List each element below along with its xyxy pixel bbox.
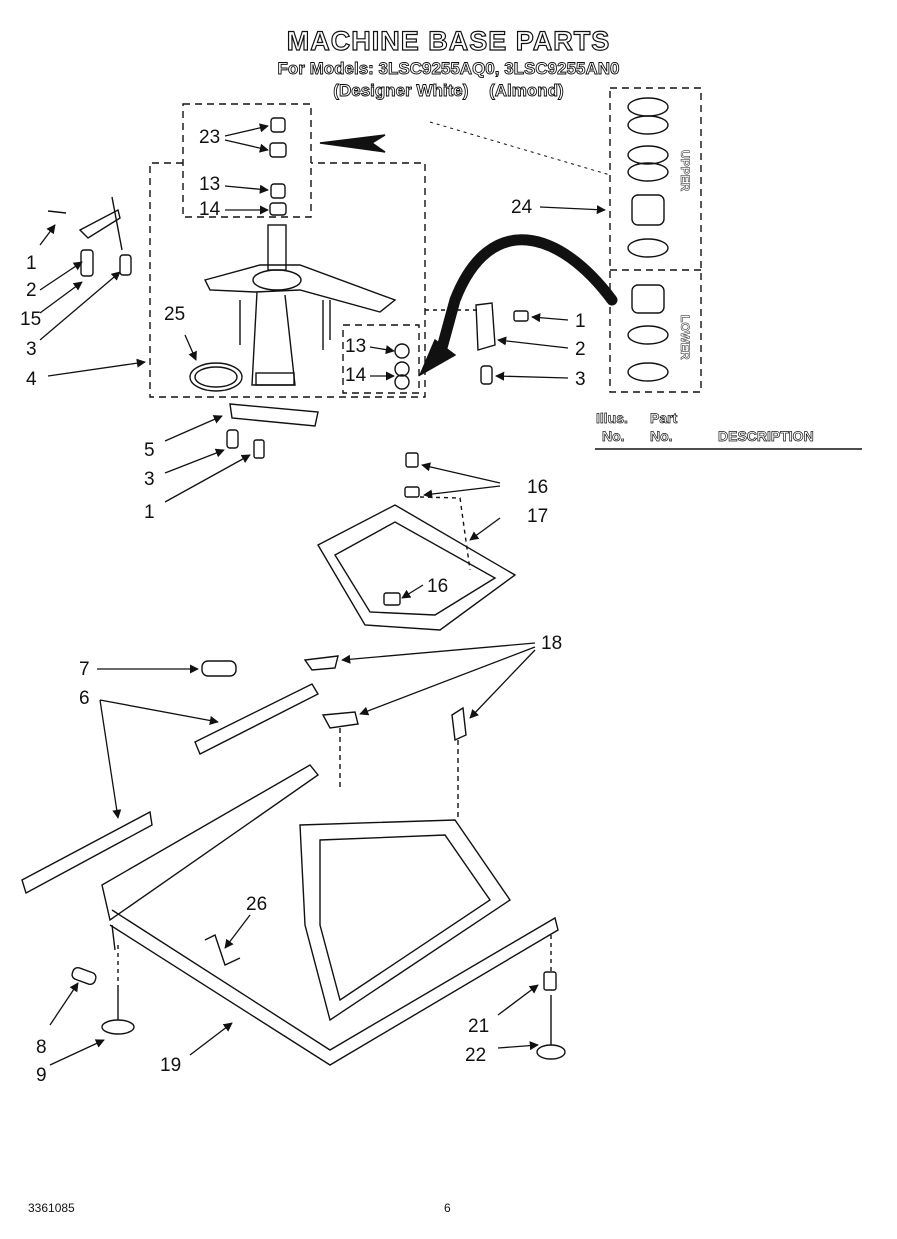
col-part-1: Part	[650, 410, 678, 427]
callout-1-right: 1	[575, 311, 586, 332]
callout-18: 18	[541, 633, 563, 654]
upper-bearing-parts	[269, 117, 287, 216]
col-part-2: No.	[650, 428, 673, 445]
callout-arrows	[39, 123, 606, 1066]
leveling-feet	[71, 935, 566, 1060]
top-bearing-box	[182, 103, 312, 218]
transmission-box	[149, 162, 426, 398]
curved-arrow-icon	[434, 234, 618, 361]
callout-5: 5	[144, 440, 155, 461]
big-arrow-icon	[319, 134, 386, 153]
cabinet-base	[21, 764, 559, 1066]
callout-13-lower: 13	[345, 336, 367, 357]
callout-2-right: 2	[575, 339, 586, 360]
col-illus-1: Illus.	[596, 410, 629, 427]
variant-almond: (Almond)	[489, 81, 564, 101]
lower-label: LOWER	[678, 315, 693, 360]
callout-7: 7	[79, 659, 90, 680]
callout-16-frame: 16	[427, 576, 449, 597]
callout-21: 21	[468, 1016, 490, 1037]
lower-bracket	[226, 403, 319, 459]
left-bracket-parts	[47, 196, 132, 277]
col-description: DESCRIPTION	[718, 428, 814, 445]
lower-bearing-box	[342, 324, 420, 394]
callout-15: 15	[20, 309, 42, 330]
suspension-frame	[317, 452, 517, 631]
callout-4: 4	[26, 369, 37, 390]
upper-label: UPPER	[678, 150, 693, 192]
callout-3-right: 3	[575, 369, 586, 390]
doc-number: 3361085	[28, 1201, 75, 1215]
callout-8: 8	[36, 1037, 47, 1058]
col-illus-2: No.	[602, 428, 625, 445]
base-small-parts	[194, 655, 467, 820]
callout-6: 6	[79, 688, 90, 709]
callout-17: 17	[527, 506, 549, 527]
variants-line: (Designer White) (Almond)	[0, 81, 897, 101]
callout-16: 16	[527, 477, 549, 498]
bearing-kit-box	[609, 87, 702, 393]
models-line: For Models: 3LSC9255AQ0, 3LSC9255AN0	[277, 59, 620, 79]
callout-1-lower: 1	[144, 502, 155, 523]
callout-3-lower: 3	[144, 469, 155, 490]
callout-22: 22	[465, 1045, 487, 1066]
bearing-kit	[627, 97, 669, 382]
callout-3: 3	[26, 339, 37, 360]
transmission-assembly	[203, 224, 397, 386]
callout-19: 19	[160, 1055, 182, 1076]
callout-1: 1	[26, 253, 37, 274]
callout-24: 24	[511, 197, 533, 218]
page-number: 6	[444, 1201, 451, 1215]
seal-ring	[189, 362, 243, 392]
callout-14-lower: 14	[345, 365, 367, 386]
callout-23: 23	[199, 127, 221, 148]
callout-9: 9	[36, 1065, 47, 1086]
callout-26: 26	[246, 894, 268, 915]
callout-25: 25	[164, 304, 186, 325]
callout-14: 14	[199, 199, 221, 220]
callout-2: 2	[26, 280, 37, 301]
callout-13: 13	[199, 174, 221, 195]
page-title: MACHINE BASE PARTS	[286, 25, 611, 56]
variant-designer-white: (Designer White)	[333, 81, 469, 101]
